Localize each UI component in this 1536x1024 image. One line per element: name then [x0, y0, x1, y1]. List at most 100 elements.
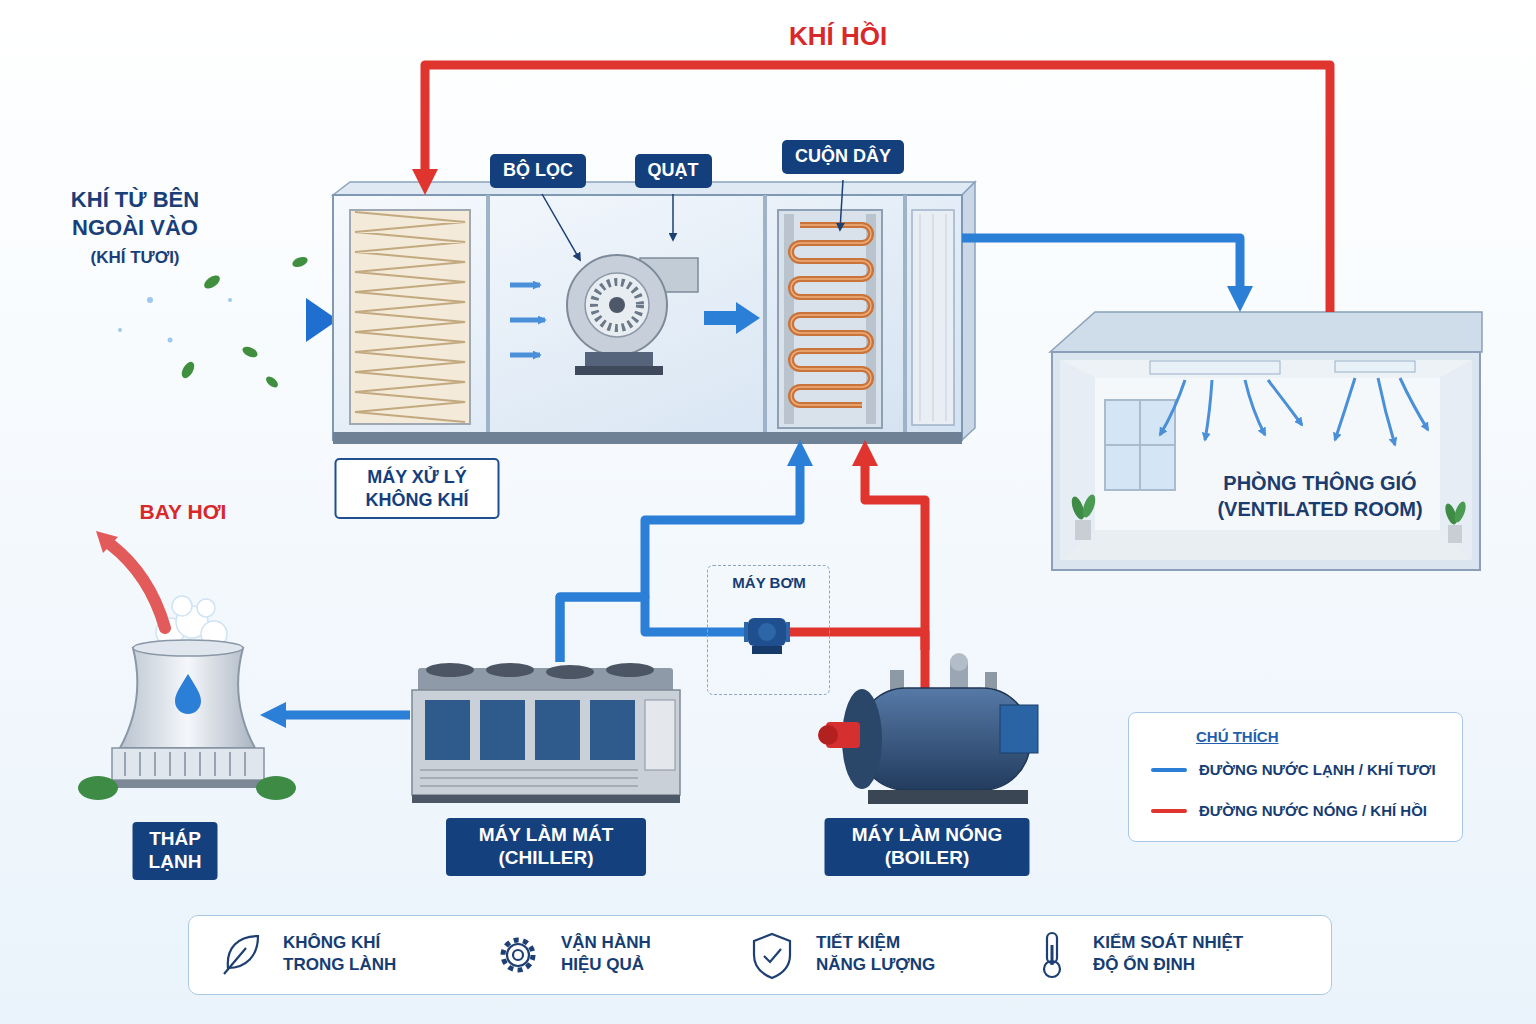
chiller-icon: [420, 769, 638, 771]
outlet-section: [920, 214, 921, 421]
part-label: CUỘN DÂY: [782, 140, 904, 174]
pump-box: MÁY BƠM: [707, 565, 830, 695]
cooling-tower-icon: [175, 674, 201, 714]
leader-line: [840, 180, 843, 230]
airflow-arrow: [1160, 380, 1185, 435]
airflow-arrow: [1245, 380, 1265, 435]
chiller-icon: [412, 663, 680, 803]
cooling-tower-icon: [112, 748, 264, 780]
part-name: BỘ LỌC: [503, 160, 573, 182]
flow-label: KHÍ TỪ BÊN NGOÀI VÀO: [46, 186, 224, 241]
leader-line: [672, 194, 674, 240]
equipment-label: THÁP LẠNH: [133, 822, 218, 880]
coil-symbol: [791, 225, 871, 405]
chiller-icon: [420, 785, 638, 787]
fresh-air-arrow: [228, 298, 232, 302]
feature-icon: [754, 934, 790, 978]
flow-arrow: [425, 65, 1330, 312]
airflow-arrow: [1400, 378, 1428, 430]
room-illustration: [1050, 312, 1482, 570]
boiler-icon: [890, 670, 904, 690]
cooling-tower-icon: [244, 752, 246, 776]
chiller-icon: [546, 665, 594, 679]
feature-icon: [513, 950, 523, 960]
boiler-icon: [921, 650, 930, 690]
airflow-arrow: [1268, 380, 1302, 425]
room-illustration: [1060, 360, 1472, 378]
chiller-icon: [645, 700, 675, 770]
feature-text: TIẾT KIỆM NĂNG LƯỢNG: [816, 932, 948, 976]
cooling-tower-icon: [133, 640, 243, 656]
cooling-tower-icon: [78, 776, 118, 800]
cooling-tower-icon: [184, 752, 186, 776]
plant: [1452, 500, 1468, 524]
fan-symbol: [567, 255, 667, 355]
legend-text: ĐƯỜNG NƯỚC LẠNH / KHÍ TƯƠI: [1199, 761, 1436, 778]
chiller: MÁY LÀM MÁT (CHILLER): [410, 662, 682, 805]
chiller-icon: [606, 663, 654, 677]
equipment-label: MÁY LÀM MÁT (CHILLER): [446, 818, 646, 876]
air-handling-unit-housing: [333, 182, 975, 444]
legend-swatch: [1151, 809, 1187, 813]
flow-arrow: [865, 466, 925, 650]
leaf-decoration: [291, 255, 309, 269]
outlet-section: [946, 214, 947, 421]
coil-symbol: [866, 214, 876, 424]
boiler-icon: [868, 790, 1028, 804]
boiler-icon: [950, 653, 968, 671]
part-name: QUẠT: [648, 160, 699, 182]
process-label: BAY HƠI: [140, 500, 227, 524]
chiller-icon: [590, 700, 635, 760]
fan-symbol: [704, 311, 738, 325]
room-illustration: [1335, 361, 1415, 372]
pump-icon: [758, 623, 776, 641]
room-illustration: [1050, 312, 1482, 352]
chiller-icon: [480, 700, 525, 760]
legend-box: ĐƯỜNG NƯỚC LẠNH / KHÍ TƯƠI ĐƯỜNG NƯỚC NÓN…: [1128, 712, 1463, 842]
chiller-icon: [535, 700, 580, 760]
outlet-section: [912, 210, 954, 425]
room-illustration: [1105, 444, 1175, 446]
plant: [1080, 493, 1098, 519]
flow-arrow: [286, 711, 410, 720]
air-handling-unit-housing: [333, 432, 962, 444]
room-illustration: [1105, 400, 1175, 490]
cooling-tower-icon: [106, 780, 270, 788]
legend-text: ĐƯỜNG NƯỚC NÓNG / KHÍ HỒI: [1199, 802, 1427, 819]
pump-icon: [707, 618, 830, 654]
room-illustration: [1052, 352, 1480, 570]
legend-row: ĐƯỜNG NƯỚC LẠNH / KHÍ TƯƠI: [1151, 761, 1436, 778]
cooling-tower-icon: [120, 648, 255, 748]
leader-line: [542, 194, 580, 260]
feature-icon: [503, 940, 533, 970]
boiler-icon: [818, 650, 1038, 804]
filter-symbol: [350, 210, 470, 424]
legend-title: CHÚ THÍCH: [1196, 728, 1279, 745]
chiller-icon: [425, 700, 470, 760]
fresh-air-arrow: [147, 297, 153, 303]
leaf-decoration: [179, 360, 197, 381]
air-handling-unit-housing: [962, 182, 975, 440]
cooling-tower-icon: [154, 752, 156, 776]
fresh-air-arrow: [118, 328, 122, 332]
leader-line: [542, 180, 843, 260]
air-handling-unit: MÁY XỬ LÝ KHÔNG KHÍ: [333, 195, 962, 440]
cooling-tower-icon: [229, 752, 231, 776]
fresh-air-arrow: [118, 297, 338, 343]
steam: [172, 596, 192, 616]
air-handling-unit-housing: [333, 195, 962, 440]
part-label: BỘ LỌC: [490, 154, 586, 188]
room-name: PHÒNG THÔNG GIÓ (VENTILATED ROOM): [1189, 470, 1451, 522]
room-illustration: [1060, 530, 1472, 560]
cooling-tower-icon: [169, 752, 171, 776]
cooling-tower-icon: [199, 752, 201, 776]
fan-symbol: [585, 352, 653, 368]
room-illustration: [1440, 360, 1472, 560]
fan-symbol: [594, 282, 640, 328]
cooling-tower-icon: [256, 776, 296, 800]
part-name: CUỘN DÂY: [795, 146, 891, 168]
chiller-icon: [420, 770, 638, 786]
cooling-tower-icon: [78, 531, 296, 800]
